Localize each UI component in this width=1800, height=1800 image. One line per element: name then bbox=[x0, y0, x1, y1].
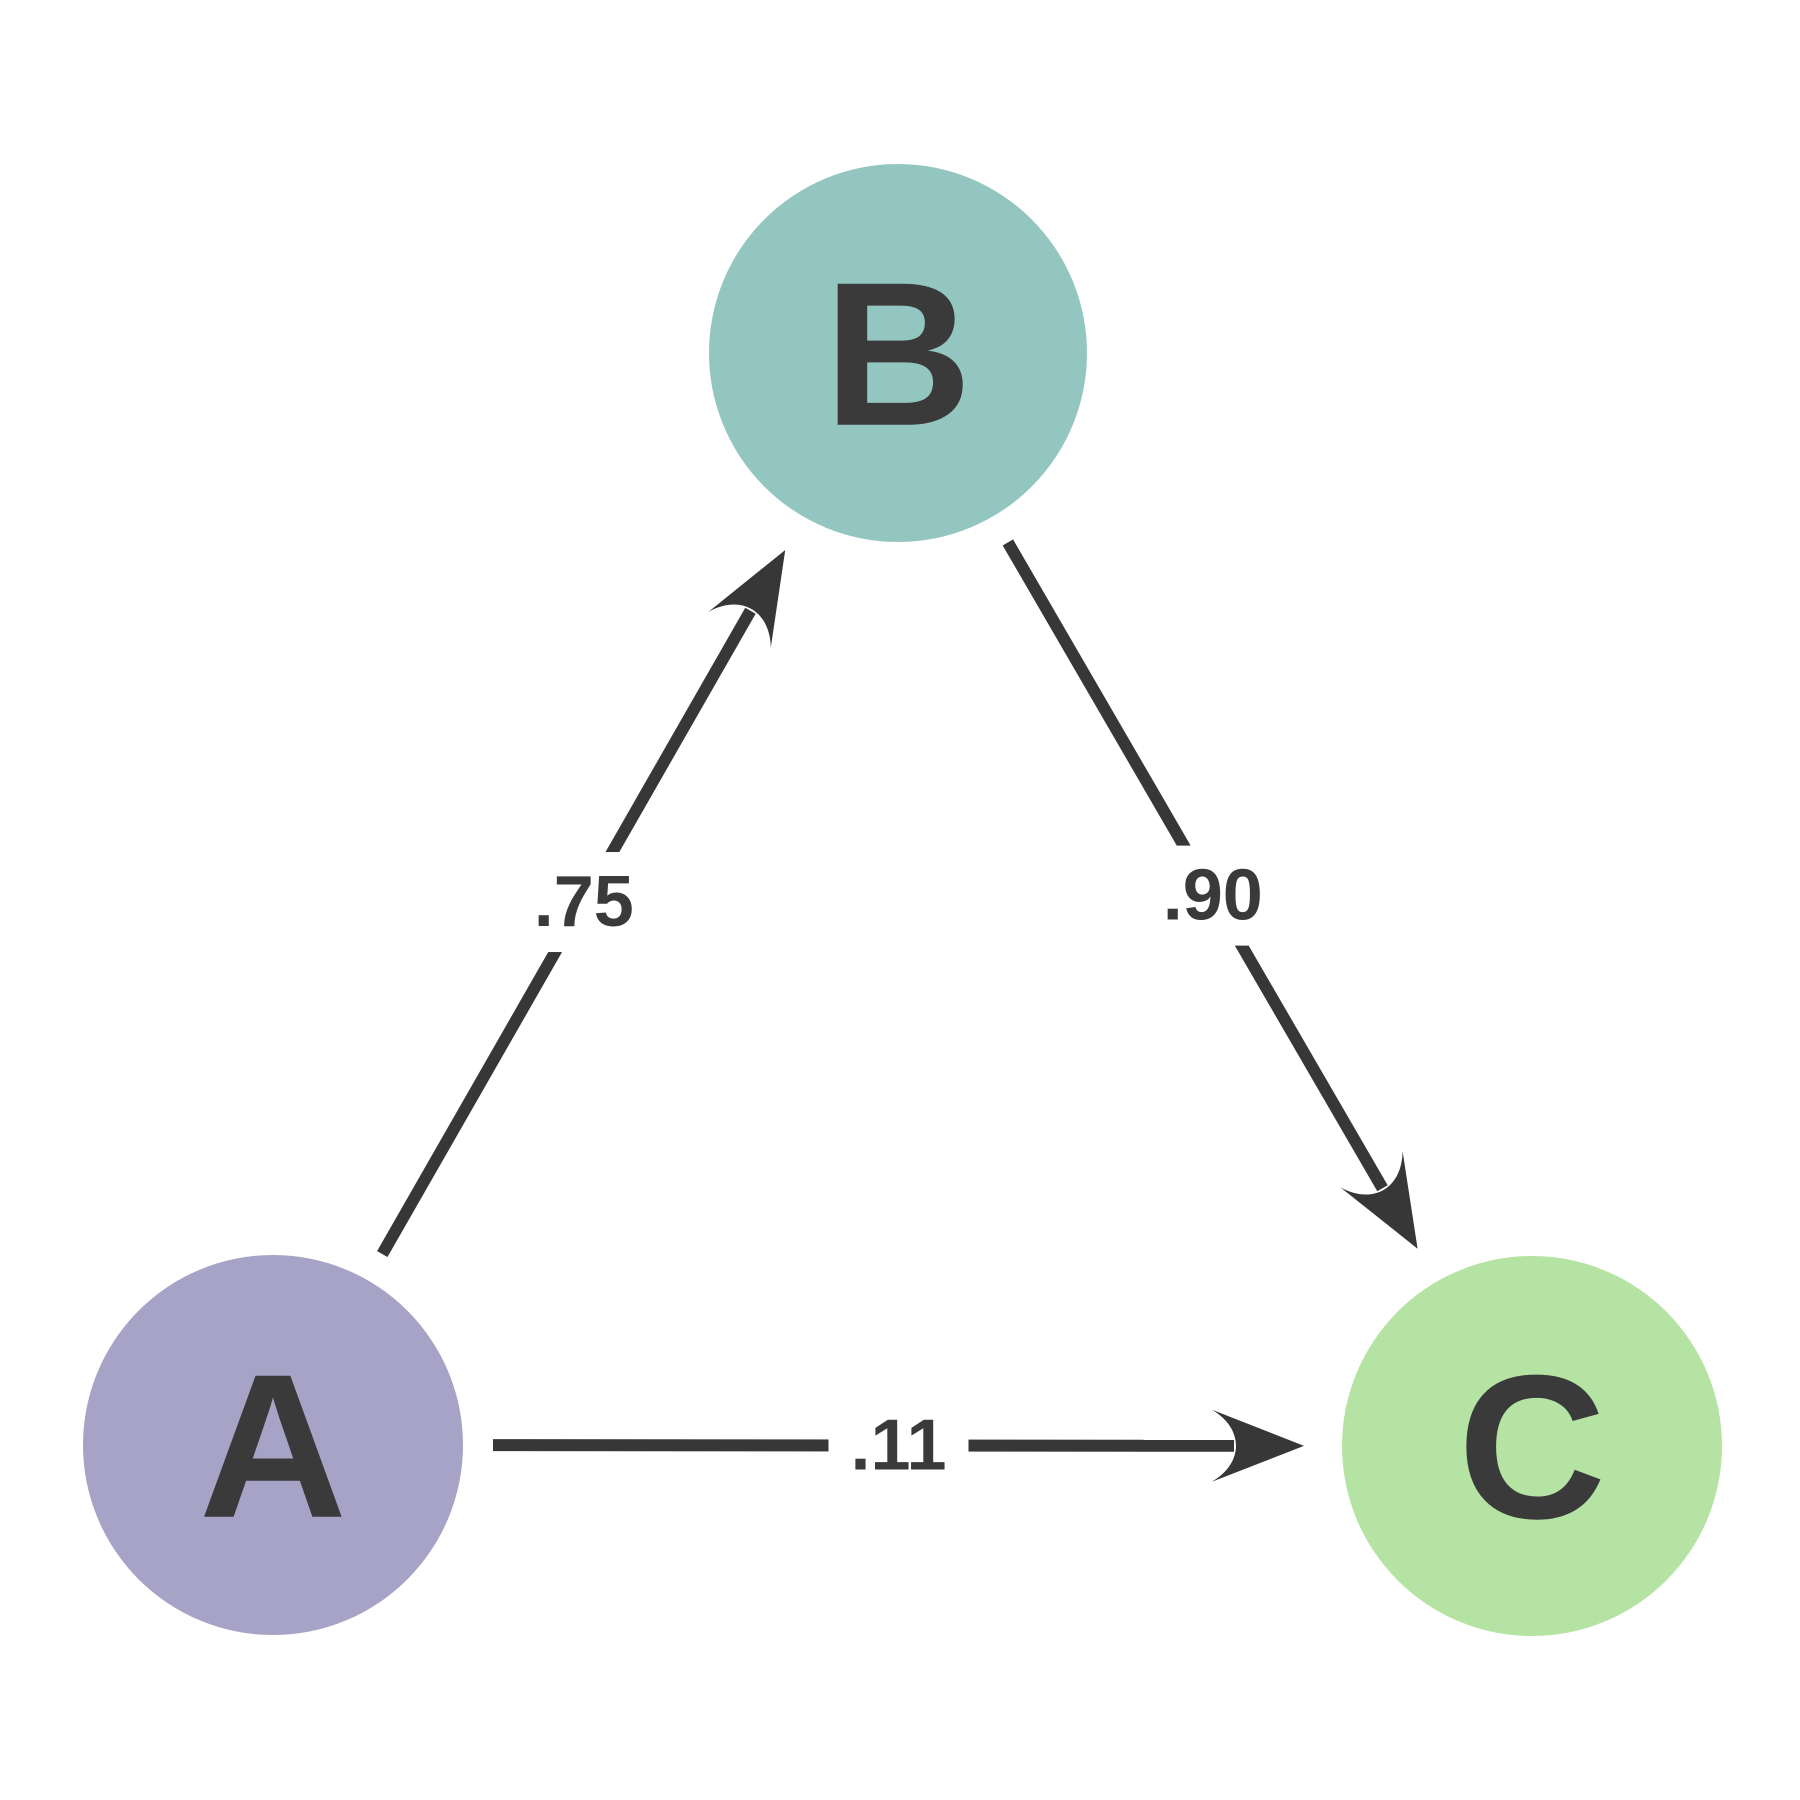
edge-A-B-label: .75 bbox=[534, 862, 634, 942]
arrowhead-icon bbox=[708, 550, 786, 648]
edges-layer: .75 .90 .11 bbox=[377, 539, 1418, 1496]
edge-A-C-label: .11 bbox=[850, 1405, 946, 1485]
node-C-label: C bbox=[1458, 1333, 1606, 1562]
arrowhead-icon bbox=[1340, 1151, 1418, 1249]
node-B-label: B bbox=[824, 240, 972, 469]
node-C-circle bbox=[1342, 1256, 1722, 1636]
edge-A-C: .11 bbox=[492, 1395, 1305, 1496]
node-A-circle bbox=[83, 1255, 463, 1635]
edge-label-halo bbox=[1142, 845, 1283, 946]
edge-B-C-label: .90 bbox=[1163, 855, 1263, 935]
node-A: A bbox=[83, 1255, 463, 1635]
edge-A-B: .75 bbox=[377, 550, 786, 1258]
edge-B-C: .90 bbox=[1002, 539, 1418, 1249]
arrowhead-icon bbox=[1211, 1409, 1305, 1482]
node-B-circle bbox=[709, 164, 1087, 542]
edge-label-halo bbox=[828, 1395, 969, 1496]
node-A-label: A bbox=[199, 1332, 347, 1561]
edge-label-halo bbox=[513, 852, 654, 953]
nodes-layer: A B C bbox=[83, 164, 1722, 1636]
node-B: B bbox=[709, 164, 1087, 542]
node-C: C bbox=[1342, 1256, 1722, 1636]
